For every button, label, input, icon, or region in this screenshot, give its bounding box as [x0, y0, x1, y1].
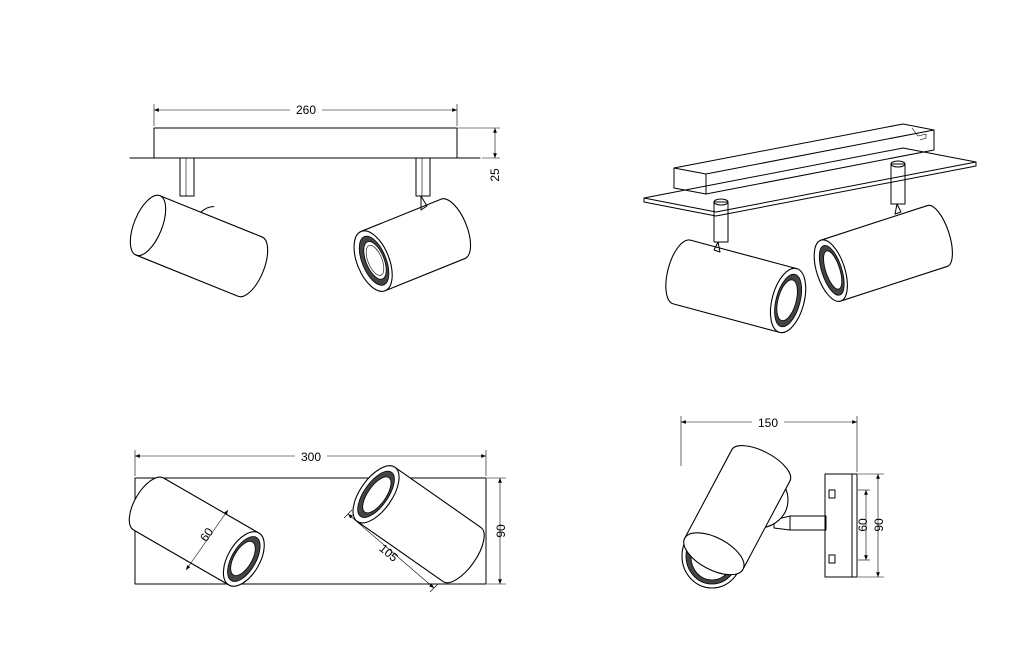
iso-stem-right	[890, 163, 906, 205]
iso-stem-left	[713, 201, 729, 243]
front-base-box	[153, 127, 458, 159]
dim-top-length: 300	[301, 450, 321, 464]
iso-base-box	[673, 123, 935, 195]
dim-side-mount-inner: 60	[856, 518, 870, 532]
front-view: 260 25	[129, 102, 502, 298]
iso-flange	[643, 147, 977, 217]
side-spot-front	[683, 445, 792, 576]
side-spot-front-face	[683, 532, 745, 576]
dim-side-projection: 150	[758, 416, 778, 430]
iso-spot-left	[665, 239, 807, 334]
side-view: 150 60 90	[680, 415, 886, 589]
side-mount-plate	[824, 473, 858, 578]
top-spot-left	[128, 476, 265, 587]
dim-front-height: 25	[488, 168, 502, 182]
dim-side-mount-outer: 90	[872, 518, 886, 532]
top-view: 300 90 60 105	[128, 449, 508, 593]
side-arm	[789, 515, 827, 531]
front-spot-right	[353, 198, 472, 292]
dim-top-depth: 90	[494, 524, 508, 538]
front-stem-left	[179, 157, 195, 197]
iso-spot-right	[813, 204, 953, 302]
front-stem-right	[415, 157, 431, 197]
dim-front-width: 260	[296, 103, 316, 117]
iso-view	[643, 123, 977, 334]
front-spot-left	[129, 194, 269, 298]
